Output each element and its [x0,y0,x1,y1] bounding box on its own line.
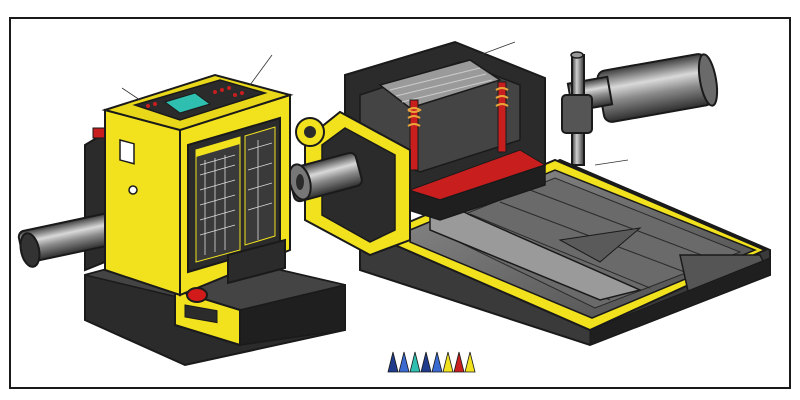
callout-lines [121,41,629,166]
drive-chuck [287,151,363,203]
steel-roller [561,51,719,166]
control-panel-screen [163,92,212,114]
heating-coil [409,99,419,171]
emergency-stop-button [186,287,208,303]
color-key [387,351,476,373]
control-cabinet [17,73,346,367]
diagram-border [9,17,791,389]
